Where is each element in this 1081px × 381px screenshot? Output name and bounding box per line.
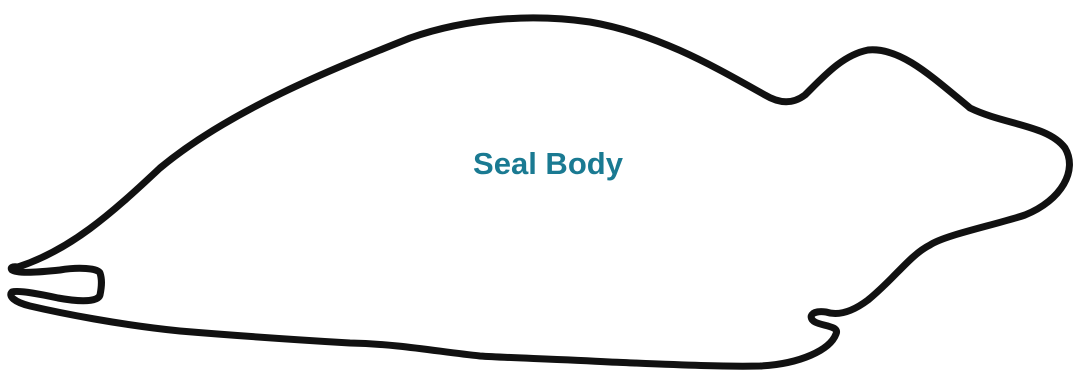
seal-body-label: Seal Body	[473, 146, 624, 181]
seal-outline	[11, 18, 1070, 366]
